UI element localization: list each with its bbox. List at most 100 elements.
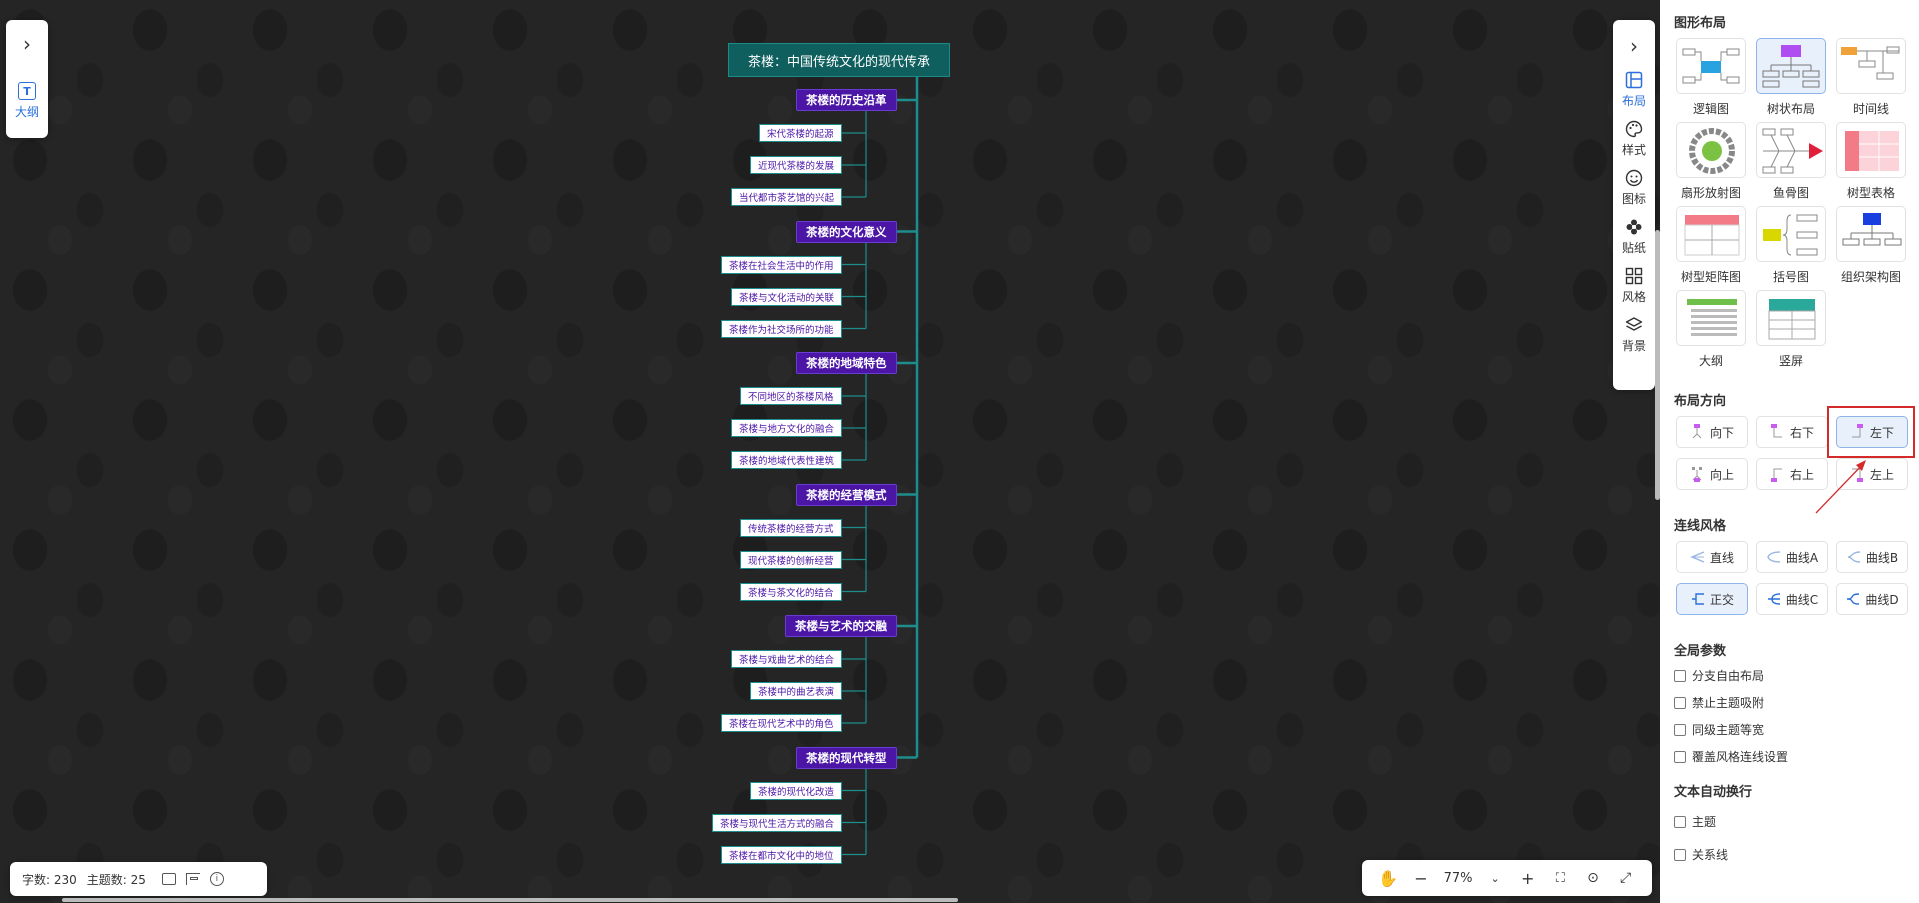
tool-background[interactable]: 背景 xyxy=(1622,315,1646,354)
leaf-topic[interactable]: 茶楼在现代艺术中的角色 xyxy=(721,714,842,732)
line-style-button-4[interactable]: 正交 xyxy=(1676,583,1748,615)
line-style-button-3[interactable]: 曲线B xyxy=(1836,541,1908,573)
line-style-icon xyxy=(1690,551,1704,563)
vertical-scrollbar[interactable] xyxy=(1655,230,1660,500)
tool-layout[interactable]: 布局 xyxy=(1622,70,1646,109)
collapse-panel-chevron-icon[interactable]: › xyxy=(1630,34,1638,58)
branch-topic[interactable]: 茶楼的地域特色 xyxy=(796,352,897,374)
leaf-topic[interactable]: 茶楼与现代生活方式的融合 xyxy=(712,813,843,832)
leaf-topic[interactable]: 现代茶楼的创新经营 xyxy=(740,550,842,569)
line-style-button-5[interactable]: 曲线C xyxy=(1756,583,1828,615)
layout-option-7[interactable] xyxy=(1676,206,1746,262)
tool-icon[interactable]: 图标 xyxy=(1622,168,1646,207)
leaf-topic[interactable]: 茶楼在社会生活中的作用 xyxy=(721,255,842,274)
branch-topic[interactable]: 茶楼的文化意义 xyxy=(796,220,897,243)
layout-option-label: 大纲 xyxy=(1698,354,1723,368)
direction-button-label: 右上 xyxy=(1789,467,1814,482)
global-params-section-title: 全局参数 xyxy=(1674,644,1727,659)
outline-icon[interactable]: T xyxy=(18,82,36,100)
fullscreen-icon[interactable]: ⤢ xyxy=(1619,870,1632,886)
leaf-topic[interactable]: 茶楼的现代化改造 xyxy=(750,781,843,800)
tool-theme[interactable]: 风格 xyxy=(1622,266,1646,305)
status-bar: 字数: 230 主题数: 25 i xyxy=(10,862,267,896)
layout-option-label: 竖屏 xyxy=(1778,354,1803,368)
tool-style[interactable]: 样式 xyxy=(1622,119,1646,158)
branch-topic[interactable]: 茶楼与艺术的交融 xyxy=(785,615,897,637)
global-option-1[interactable]: 分支自由布局 xyxy=(1674,667,1764,684)
leaf-topic[interactable]: 近现代茶楼的发展 xyxy=(750,156,843,174)
leaf-topic[interactable]: 茶楼与茶文化的结合 xyxy=(740,582,842,601)
global-option-2[interactable]: 禁止主题吸附 xyxy=(1674,694,1764,711)
tool-sticker[interactable]: 贴纸 xyxy=(1622,217,1646,256)
leaf-topic[interactable]: 茶楼作为社交场所的功能 xyxy=(721,319,842,338)
layout-option-10[interactable] xyxy=(1676,290,1746,346)
leaf-topic[interactable]: 当代都市茶艺馆的兴起 xyxy=(731,188,843,206)
layout-option-4[interactable] xyxy=(1676,122,1746,178)
leaf-topic[interactable]: 宋代茶楼的起源 xyxy=(759,124,842,142)
checkbox-label: 分支自由布局 xyxy=(1692,669,1765,683)
direction-button-6[interactable]: 左上 xyxy=(1836,458,1908,490)
minimap-icon[interactable] xyxy=(161,873,176,885)
leaf-topic[interactable]: 茶楼与戏曲艺术的结合 xyxy=(731,650,843,668)
leaf-topic[interactable]: 茶楼的地域代表性建筑 xyxy=(731,451,843,469)
branch-topic[interactable]: 茶楼的经营模式 xyxy=(796,483,897,506)
checkbox-label: 禁止主题吸附 xyxy=(1692,696,1765,710)
leaf-topic[interactable]: 茶楼中的曲艺表演 xyxy=(750,682,843,700)
info-icon[interactable]: i xyxy=(209,872,224,886)
hand-pan-icon[interactable]: ✋ xyxy=(1378,868,1399,888)
layout-thumbnail-icon xyxy=(1841,46,1900,80)
layout-option-label: 树状布局 xyxy=(1766,102,1815,116)
root-topic[interactable]: 茶楼：中国传统文化的现代传承 xyxy=(728,43,950,77)
checkbox-label: 同级主题等宽 xyxy=(1692,723,1765,737)
checkbox[interactable] xyxy=(1674,815,1686,828)
checkbox[interactable] xyxy=(1674,750,1686,763)
zoom-value[interactable]: 77% xyxy=(1443,870,1473,886)
layout-option-5[interactable] xyxy=(1756,122,1826,178)
direction-button-3[interactable]: 左下 xyxy=(1836,416,1908,448)
line-style-icon xyxy=(1691,593,1704,605)
leaf-topic[interactable]: 茶楼与文化活动的关联 xyxy=(731,287,843,306)
tool-layout-label: 布局 xyxy=(1621,94,1646,108)
line-style-button-1[interactable]: 直线 xyxy=(1676,541,1748,573)
checkbox[interactable] xyxy=(1674,848,1686,861)
layout-option-2[interactable] xyxy=(1756,38,1826,94)
branch-topic[interactable]: 茶楼的现代转型 xyxy=(796,746,897,769)
global-option-4[interactable]: 覆盖风格连线设置 xyxy=(1674,748,1788,765)
leaf-topic[interactable]: 茶楼在都市文化中的地位 xyxy=(721,845,842,864)
direction-button-5[interactable]: 右上 xyxy=(1756,458,1828,490)
leaf-topic[interactable]: 传统茶楼的经营方式 xyxy=(740,518,842,537)
direction-button-2[interactable]: 右下 xyxy=(1756,416,1828,448)
direction-button-4[interactable]: 向上 xyxy=(1676,458,1748,490)
expand-left-chevron-icon[interactable]: › xyxy=(23,32,31,56)
layout-option-1[interactable] xyxy=(1676,38,1746,94)
checkbox[interactable] xyxy=(1674,669,1686,682)
checkbox[interactable] xyxy=(1674,696,1686,709)
line-style-button-2[interactable]: 曲线A xyxy=(1756,541,1828,573)
branch-topic[interactable]: 茶楼的历史沿革 xyxy=(796,89,897,111)
zoom-out-button[interactable]: − xyxy=(1414,868,1428,888)
checkbox[interactable] xyxy=(1674,723,1686,736)
layout-option-3[interactable] xyxy=(1836,38,1906,94)
chevron-down-icon[interactable]: ⌄ xyxy=(1490,871,1500,885)
direction-button-label: 左下 xyxy=(1869,425,1894,440)
layout-thumbnail-icon xyxy=(1682,48,1740,84)
outline-label[interactable]: 大纲 xyxy=(14,105,39,119)
wrap-option-2[interactable]: 关系线 xyxy=(1674,846,1728,863)
structure-icon[interactable] xyxy=(185,873,200,885)
direction-button-1[interactable]: 向下 xyxy=(1676,416,1748,448)
layout-option-11[interactable] xyxy=(1756,290,1826,346)
layout-option-8[interactable] xyxy=(1756,206,1826,262)
layout-option-9[interactable] xyxy=(1836,206,1906,262)
direction-button-label: 向上 xyxy=(1709,467,1734,482)
zoom-in-button[interactable]: + xyxy=(1521,868,1535,888)
global-option-3[interactable]: 同级主题等宽 xyxy=(1674,721,1764,738)
wrap-option-1[interactable]: 主题 xyxy=(1674,813,1716,830)
layout-option-6[interactable] xyxy=(1836,122,1906,178)
fit-screen-icon[interactable]: ⛶ xyxy=(1555,870,1565,886)
leaf-topic[interactable]: 茶楼与地方文化的融合 xyxy=(731,419,843,437)
locate-center-icon[interactable]: ⊙ xyxy=(1587,870,1599,886)
mindmap-canvas[interactable]: 茶楼：中国传统文化的现代传承茶楼的历史沿革宋代茶楼的起源近现代茶楼的发展当代都市… xyxy=(0,0,1660,903)
leaf-topic[interactable]: 不同地区的茶楼风格 xyxy=(740,387,842,405)
line-style-button-6[interactable]: 曲线D xyxy=(1836,583,1908,615)
horizontal-scrollbar[interactable] xyxy=(62,898,958,902)
